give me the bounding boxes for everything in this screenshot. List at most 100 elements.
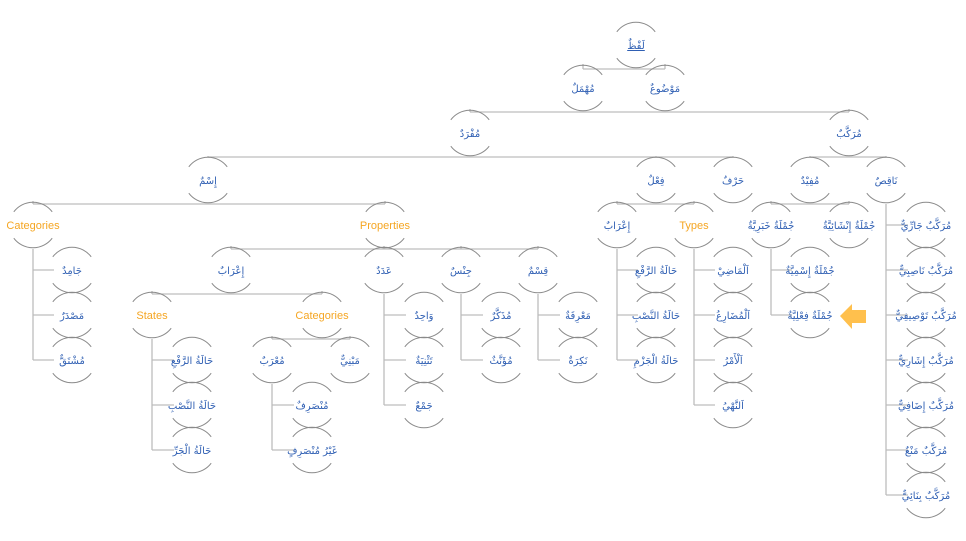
node-arc-bottom: [252, 372, 292, 384]
node-arc-bottom: [790, 192, 830, 204]
node-label: جُمْلَةٌ إِسْمِيَّةٌ: [785, 264, 834, 279]
node-arc-bottom: [172, 417, 212, 429]
node-arc-top: [364, 246, 404, 258]
node-label: تَثْنِيَةٌ: [415, 355, 432, 367]
node-arc-bottom: [52, 327, 92, 339]
node-label: مُرَكَّبٌ إِضَافِيٌّ: [898, 397, 954, 413]
node-label: اَلْأَمْرُ: [722, 352, 742, 367]
node-label: مَبْنِيٌّ: [340, 354, 360, 367]
node-arc-bottom: [906, 282, 946, 294]
node-arc-bottom: [636, 327, 676, 339]
node-arc-bottom: [563, 100, 603, 112]
tree-node-jumla-khabariyya: جُمْلَةٌ خَبَرِيَّةٌ: [748, 201, 794, 249]
node-arc-top: [829, 201, 869, 213]
node-label: عَدَدٌ: [376, 266, 392, 277]
node-arc-top: [172, 381, 212, 393]
node-arc-bottom: [481, 372, 521, 384]
node-arc-bottom: [52, 372, 92, 384]
node-label: إِعْرَابٌ: [604, 220, 631, 233]
node-label: حَالَةُ الْجَزْمِ: [633, 353, 678, 369]
node-arc-bottom: [211, 282, 251, 294]
node-arc-bottom: [441, 282, 481, 294]
tree-node-jins: جِنْسٌ: [441, 246, 481, 294]
node-label: وَاحِدٌ: [414, 311, 433, 322]
tree-node-fil: فِعْلٌ: [636, 156, 676, 204]
tree-node-types: Types: [674, 201, 714, 249]
node-label: حَالَةُ النَّصْبِ: [632, 309, 680, 323]
node-label: مُرَكَّبٌ تَوْصِيفِيٌّ: [895, 307, 956, 322]
node-arc-bottom: [645, 100, 685, 112]
node-arc-top: [906, 471, 946, 483]
node-arc-top: [558, 291, 598, 303]
tree-node-ghayr-munsarif: غَيْرُ مُنْصَرِفٍ: [287, 426, 337, 474]
node-arc-top: [211, 246, 251, 258]
node-arc-top: [906, 381, 946, 393]
node-arc-bottom: [713, 192, 753, 204]
node-label: مُرَكَّبٌ مَنْعٌ: [905, 442, 947, 457]
node-arc-bottom: [713, 417, 753, 429]
node-arc-bottom: [829, 237, 869, 249]
node-arc-bottom: [790, 282, 830, 294]
node-arc-top: [558, 336, 598, 348]
node-label: مُعْرَبٌ: [259, 356, 284, 367]
tree-node-ism-categories: Categories: [6, 201, 60, 249]
node-label: جَمْعٌ: [415, 401, 432, 412]
node-label: مُفِيْدٌ: [801, 176, 820, 187]
node-arc-bottom: [302, 327, 342, 339]
node-label: حَالَةُ الرَّفْعِ: [635, 264, 677, 279]
category-label: Types: [679, 220, 709, 232]
node-label: مُرَكَّبٌ إِشَارِيٌّ: [898, 352, 954, 368]
category-label: States: [136, 310, 168, 322]
node-label: حَالَةُ الْجَرِّ: [172, 443, 212, 457]
node-arc-top: [906, 246, 946, 258]
tree-node-jumla-ismiyya: جُمْلَةٌ إِسْمِيَّةٌ: [785, 246, 835, 294]
node-label: حَالَةُ الرَّفْعِ: [171, 354, 213, 369]
node-arc-top: [518, 246, 558, 258]
node-arc-top: [906, 426, 946, 438]
node-arc-bottom: [636, 282, 676, 294]
tree-node-fil-nasb: حَالَةُ النَّصْبِ: [632, 291, 680, 339]
node-arc-bottom: [751, 237, 791, 249]
node-arc-top: [404, 336, 444, 348]
node-arc-top: [645, 64, 685, 76]
node-arc-bottom: [450, 145, 490, 157]
tree-node-qism: قِسْمٌ: [518, 246, 558, 294]
node-label: مُشْتَقٌّ: [59, 354, 85, 367]
node-arc-bottom: [364, 282, 404, 294]
tree-node-mufid: مُفِيْدٌ: [790, 156, 830, 204]
tree-node-ism-properties: Properties: [360, 201, 411, 249]
tree-node-murakkab-idafi: مُرَكَّبٌ إِضَافِيٌّ: [898, 381, 954, 429]
node-arc-top: [636, 156, 676, 168]
category-label: Categories: [295, 310, 349, 322]
tree-node-nahy: اَلنَّهْيُ: [713, 381, 753, 429]
node-label: مُفْرَدٌ: [460, 128, 480, 140]
tree-node-adad: عَدَدٌ: [364, 246, 404, 294]
node-arc-bottom: [636, 372, 676, 384]
node-arc-top: [636, 291, 676, 303]
node-label: حَرْفٌ: [722, 175, 744, 187]
tree-node-mabni: مَبْنِيٌّ: [330, 336, 370, 384]
node-label: مُرَكَّبٌ: [836, 125, 861, 140]
node-arc-top: [790, 291, 830, 303]
tree-node-madi: اَلْمَاضِيْ: [713, 246, 753, 294]
node-arc-bottom: [172, 462, 212, 474]
node-arc-top: [330, 336, 370, 348]
node-arc-bottom: [866, 192, 906, 204]
tree-node-mawdu: مَوْضُوعٌ: [645, 64, 685, 112]
node-label: مُهْمَلٌ: [571, 83, 594, 95]
node-arc-top: [292, 426, 332, 438]
node-label: مَوْضُوعٌ: [650, 83, 680, 95]
node-arc-bottom: [906, 372, 946, 384]
node-label: جُمْلَةٌ فِعْلِيَّةٌ: [787, 309, 832, 322]
node-label: مُؤَنَّثٌ: [489, 355, 512, 367]
node-arc-bottom: [906, 237, 946, 249]
node-arc-top: [404, 291, 444, 303]
node-arc-bottom: [404, 372, 444, 384]
node-label: غَيْرُ مُنْصَرِفٍ: [287, 445, 337, 458]
tree-node-ism: إِسْمٌ: [188, 156, 228, 204]
tree-node-jamid: جَامِدٌ: [52, 246, 92, 294]
node-label: مُرَكَّبٌ نَاصِبِيٌّ: [899, 262, 953, 277]
tree-node-naqis: نَاقِصٌ: [866, 156, 906, 204]
node-arc-top: [790, 246, 830, 258]
